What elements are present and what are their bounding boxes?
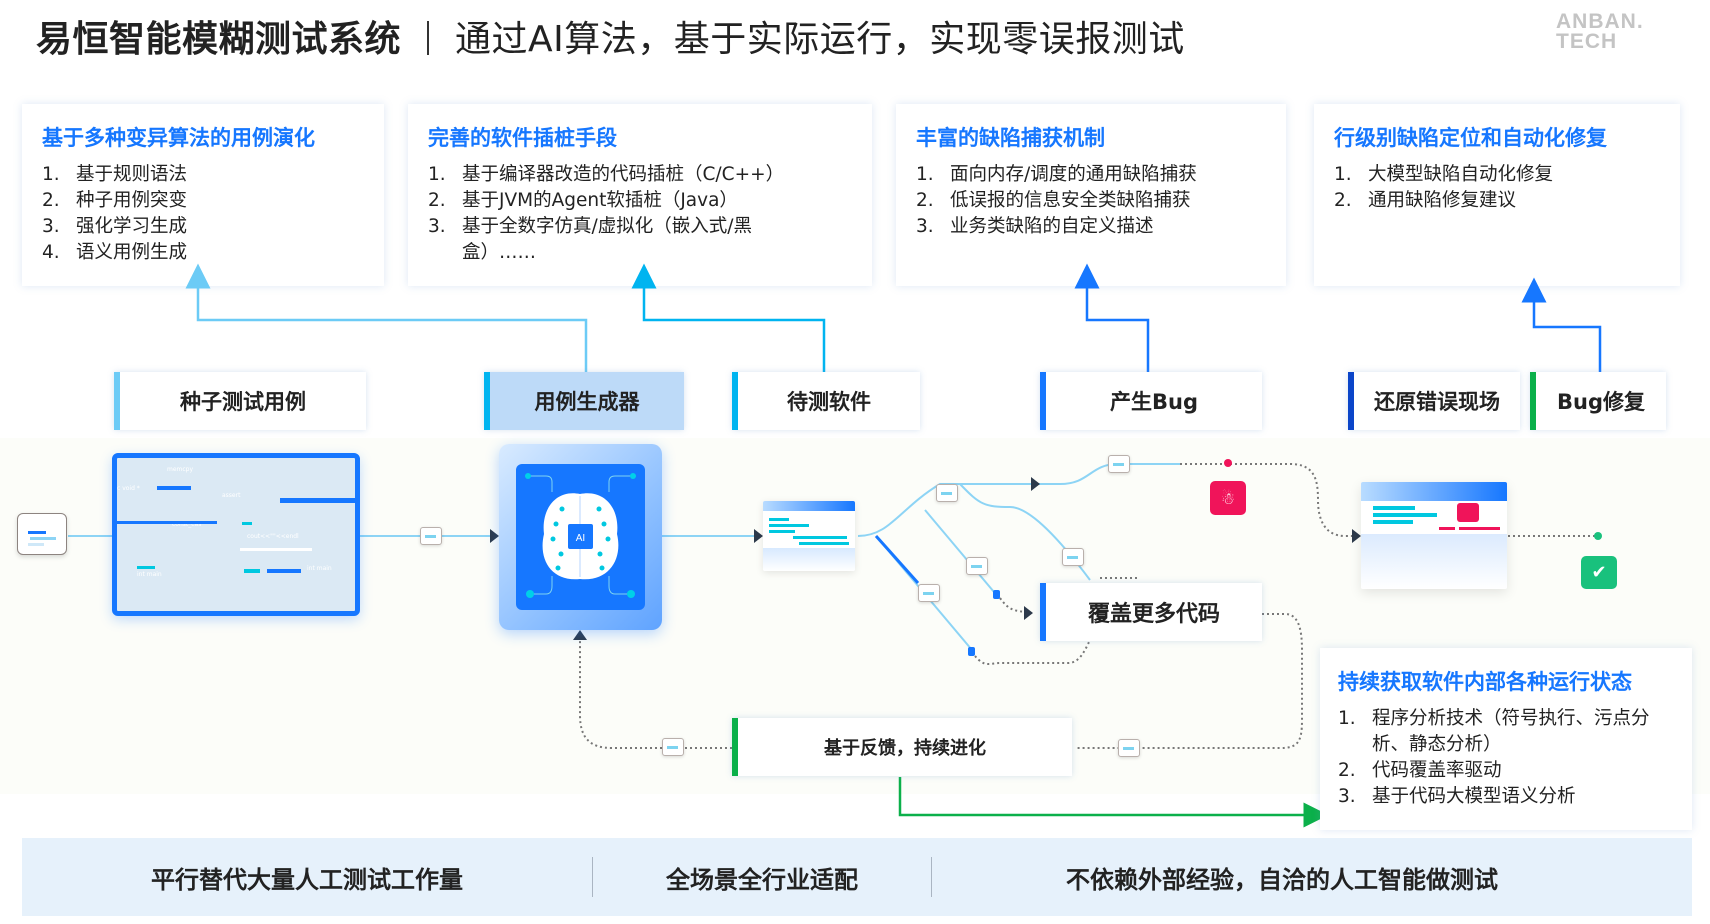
svg-text:AI: AI [576,533,585,544]
list-item: 1.基于规则语法 [42,164,188,185]
green-feedback-to-runtime [898,777,1329,828]
system-name: 易恒智能模糊测试系统 [36,19,402,60]
bug-icon: ☃ [1210,481,1246,515]
tag-case-generator: 用例生成器 [484,372,684,430]
branch-to-bug [857,463,1180,537]
folder-icon [1108,455,1130,473]
tag-cover-more-code: 覆盖更多代码 [1040,583,1262,641]
tag-restore-scene: 还原错误现场 [1348,372,1520,430]
benefit-item: 平行替代大量人工测试工作量 [151,865,463,894]
dotted-coverage-2 [974,639,1091,665]
benefit-item: 不依赖外部经验，自洽的人工智能做测试 [1066,865,1498,894]
panel-title: 持续获取软件内部各种运行状态 [1338,670,1632,694]
arrow-into-generator-bottom [573,630,587,640]
folder-icon [918,584,940,602]
divider [931,857,932,897]
feature-card-auto-repair: 行级别缺陷定位和自动化修复 1.大模型缺陷自动化修复 2.通用缺陷修复建议 [1314,104,1680,286]
company-logo: ANBAN.TECH [1556,10,1644,53]
dotted-coverage-to-feedback [1075,613,1303,749]
folder-icon [966,557,988,575]
list-item: 1.面向内存/调度的通用缺陷捕获 [916,164,1197,185]
dotted-bug-to-restore [1180,463,1352,537]
list-item: 3.强化学习生成 [42,216,188,237]
list-item: 2.代码覆盖率驱动 [1338,760,1502,781]
tag-bug-fix: Bug修复 [1530,372,1666,430]
page-subtitle: 通过AI算法，基于实际运行，实现零误报测试 [455,19,1185,60]
tag-bug-produced: 产生Bug [1040,372,1262,430]
bug-icon [1457,503,1479,522]
list-item: 3.基于代码大模型语义分析 [1338,786,1576,807]
divider [592,857,593,897]
feature-title: 丰富的缺陷捕获机制 [916,126,1105,150]
list-item: 1.程序分析技术（符号执行、污点分析、静态分析） [1338,708,1650,755]
connector-fix-to-repair [1521,277,1602,372]
feature-title: 完善的软件插桩手段 [428,126,617,150]
runtime-state-panel: 持续获取软件内部各种运行状态 1.程序分析技术（符号执行、污点分析、静态分析） … [1320,648,1692,830]
page-title: 易恒智能模糊测试系统 通过AI算法，基于实际运行，实现零误报测试 [36,10,1185,62]
connector-bug-to-capture [1074,263,1150,372]
tag-target-software: 待测软件 [732,372,920,430]
list-item: 2.通用缺陷修复建议 [1334,190,1517,211]
dotted-feedback-to-generator [579,638,732,749]
folder-icon [936,484,958,502]
bug-node [1224,459,1232,467]
connector-target-to-instrumentation [631,263,826,372]
feature-card-mutation: 基于多种变异算法的用例演化 1.基于规则语法 2.种子用例突变 3.强化学习生成… [22,104,384,286]
brain-icon: AI [525,473,636,598]
list-item: 2.低误报的信息安全类缺陷捕获 [916,190,1191,211]
seed-code-screen: memcpy c void * assert const_cas cout<<"… [112,453,360,616]
browser-window-icon [763,501,855,571]
list-item: 1.大模型缺陷自动化修复 [1334,164,1554,185]
arrow-into-generator [490,529,499,543]
coverage-node [968,647,975,656]
arrow-into-coverage [1024,606,1033,620]
branch-to-coverage-2 [924,509,995,593]
tag-seed-test-cases: 种子测试用例 [114,372,366,430]
benefits-bar: 平行替代大量人工测试工作量 全场景全行业适配 不依赖外部经验，自洽的人工智能做测… [22,838,1692,916]
benefit-item: 全场景全行业适配 [666,865,858,894]
list-item: 4.语义用例生成 [42,242,188,263]
arrow-into-target [754,529,763,543]
title-divider [427,21,430,55]
folder-icon [1118,739,1140,757]
arrow-into-restore [1352,529,1361,543]
branch-to-coverage-3b [874,535,920,584]
folder-icon [662,738,684,756]
list-item: 2.种子用例突变 [42,190,188,211]
feature-card-instrumentation: 完善的软件插桩手段 1.基于编译器改造的代码插桩（C/C++） 2.基于JVM的… [408,104,872,286]
coverage-node [993,590,1000,599]
feature-title: 基于多种变异算法的用例演化 [42,126,315,150]
list-item: 3.基于全数字仿真/虚拟化（嵌入式/黑盒）…… [428,216,752,263]
feature-title: 行级别缺陷定位和自动化修复 [1334,126,1607,150]
connector-generator-to-mutation [185,263,588,372]
folder-icon [420,527,442,545]
folder-icon [1062,548,1084,566]
restore-window [1361,482,1507,589]
check-icon: ✔ [1581,556,1617,589]
ai-generator-box: AI [499,444,662,630]
list-item: 2.基于JVM的Agent软插桩（Java） [428,190,738,211]
feature-card-defect-capture: 丰富的缺陷捕获机制 1.面向内存/调度的通用缺陷捕获 2.低误报的信息安全类缺陷… [896,104,1286,286]
list-item: 1.基于编译器改造的代码插桩（C/C++） [428,164,785,185]
tag-feedback-evolution: 基于反馈，持续进化 [732,718,1072,776]
fix-node [1594,532,1602,540]
list-item: 3.业务类缺陷的自定义描述 [916,216,1154,237]
arrow-branch-bug [1031,477,1040,491]
folder-icon [17,513,67,555]
